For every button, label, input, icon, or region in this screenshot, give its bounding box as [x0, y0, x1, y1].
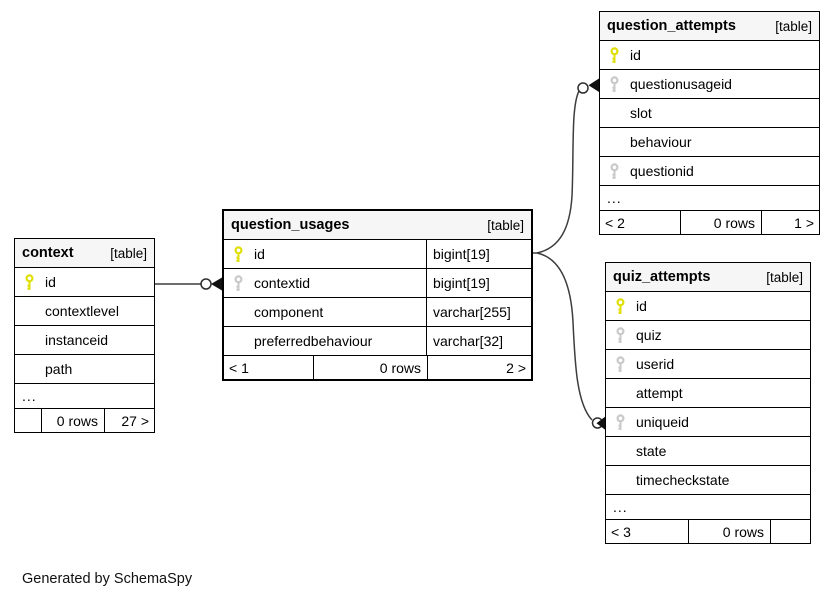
foreign-key-icon: [615, 414, 626, 431]
table-header-context[interactable]: context [table]: [15, 239, 154, 268]
column-row-questionid: questionid: [600, 157, 819, 186]
table-question-attempts: question_attempts [table] id questionusa…: [599, 11, 820, 235]
table-header-quiz-attempts[interactable]: quiz_attempts [table]: [606, 263, 810, 292]
column-row-slot: slot: [600, 99, 819, 128]
cardinality-circle-marker: [200, 278, 212, 290]
column-name: questionusageid: [630, 76, 732, 92]
column-name: id: [45, 274, 56, 290]
hidden-columns-ellipsis: ...: [606, 495, 810, 520]
column-name: uniqueid: [636, 414, 689, 430]
hidden-columns-ellipsis: ...: [15, 384, 154, 409]
footer-parents-count: < 1: [224, 356, 314, 379]
footer-parents-count: < 3: [606, 520, 689, 543]
column-row-component: component varchar[255]: [224, 298, 531, 327]
column-row-uniqueid: uniqueid: [606, 408, 810, 437]
primary-key-icon: [609, 47, 620, 64]
table-context: context [table] id contextlevel instance…: [14, 238, 155, 433]
column-row-path: path: [15, 355, 154, 384]
column-name: id: [630, 47, 641, 63]
footer-children-count: 27 >: [121, 412, 149, 429]
column-name: instanceid: [45, 332, 109, 348]
footer-parents-count: < 2: [600, 211, 681, 234]
column-row-id: id: [15, 268, 154, 297]
column-name: state: [636, 443, 667, 459]
column-row-id: id bigint[19]: [224, 240, 531, 269]
column-name: contextid: [254, 275, 311, 291]
column-name: timecheckstate: [636, 472, 730, 488]
crows-foot-marker: [588, 78, 599, 92]
foreign-key-icon: [609, 163, 620, 180]
table-footer: 0 rows 27 >: [15, 409, 154, 432]
table-tag: [table]: [766, 269, 803, 285]
footer-row-count: 0 rows: [42, 409, 105, 432]
column-row-attempt: attempt: [606, 379, 810, 408]
foreign-key-icon: [615, 327, 626, 344]
column-row-quiz: quiz: [606, 321, 810, 350]
table-footer: < 2 0 rows 1 >: [600, 211, 819, 234]
column-name: questionid: [630, 163, 694, 179]
column-name: contextlevel: [45, 303, 119, 319]
table-header-question-usages[interactable]: question_usages [table]: [224, 211, 531, 240]
hidden-columns-ellipsis: ...: [600, 186, 819, 211]
column-name: id: [636, 298, 647, 314]
footer-row-count: 0 rows: [314, 356, 428, 379]
table-name: question_usages: [231, 217, 350, 233]
crows-foot-marker: [211, 277, 222, 291]
column-name: slot: [630, 105, 652, 121]
column-type: varchar[255]: [426, 298, 531, 326]
column-name: attempt: [636, 385, 683, 401]
table-footer: < 1 0 rows 2 >: [224, 356, 531, 379]
table-question-usages: question_usages [table] id bigint[19] co…: [222, 209, 533, 381]
table-tag: [table]: [775, 18, 812, 34]
generated-by-note: Generated by SchemaSpy: [22, 571, 193, 587]
footer-children-count: 1 >: [794, 214, 814, 231]
column-name: userid: [636, 356, 675, 372]
column-row-userid: userid: [606, 350, 810, 379]
column-name: component: [254, 304, 324, 320]
relationship-line-question-usages-to-question-attempts: [536, 90, 580, 254]
table-name: question_attempts: [607, 18, 736, 34]
column-row-instanceid: instanceid: [15, 326, 154, 355]
column-row-questionusageid: questionusageid: [600, 70, 819, 99]
table-footer: < 3 0 rows: [606, 520, 810, 543]
column-name: preferredbehaviour: [254, 333, 373, 349]
primary-key-icon: [24, 274, 35, 291]
footer-row-count: 0 rows: [681, 211, 762, 234]
column-row-id: id: [600, 41, 819, 70]
foreign-key-icon: [609, 76, 620, 93]
primary-key-icon: [615, 298, 626, 315]
footer-row-count: 0 rows: [689, 520, 771, 543]
table-name: quiz_attempts: [613, 269, 711, 285]
footer-children-count: 2 >: [506, 359, 526, 376]
column-row-contextlevel: contextlevel: [15, 297, 154, 326]
column-type: bigint[19]: [426, 240, 531, 268]
column-row-id: id: [606, 292, 810, 321]
column-row-state: state: [606, 437, 810, 466]
column-type: varchar[32]: [426, 327, 531, 355]
primary-key-icon: [233, 246, 244, 263]
column-row-contextid: contextid bigint[19]: [224, 269, 531, 298]
column-type: bigint[19]: [426, 269, 531, 297]
table-tag: [table]: [110, 245, 147, 261]
column-name: behaviour: [630, 134, 692, 150]
column-row-preferredbehaviour: preferredbehaviour varchar[32]: [224, 327, 531, 356]
foreign-key-icon: [233, 275, 244, 292]
crows-foot-marker: [596, 416, 605, 430]
table-header-question-attempts[interactable]: question_attempts [table]: [600, 12, 819, 41]
column-name: id: [254, 246, 265, 262]
cardinality-circle-marker: [577, 82, 589, 94]
footer-children-count: [771, 520, 810, 543]
column-name: quiz: [636, 327, 662, 343]
footer-parents-count: [15, 409, 42, 432]
table-name: context: [22, 245, 74, 261]
column-name: path: [45, 361, 73, 377]
foreign-key-icon: [615, 356, 626, 373]
table-quiz-attempts: quiz_attempts [table] id quiz userid att…: [605, 262, 811, 544]
relationship-line-question-usages-to-quiz-attempts: [536, 252, 593, 421]
table-tag: [table]: [487, 217, 524, 233]
column-row-behaviour: behaviour: [600, 128, 819, 157]
column-row-timecheckstate: timecheckstate: [606, 466, 810, 495]
